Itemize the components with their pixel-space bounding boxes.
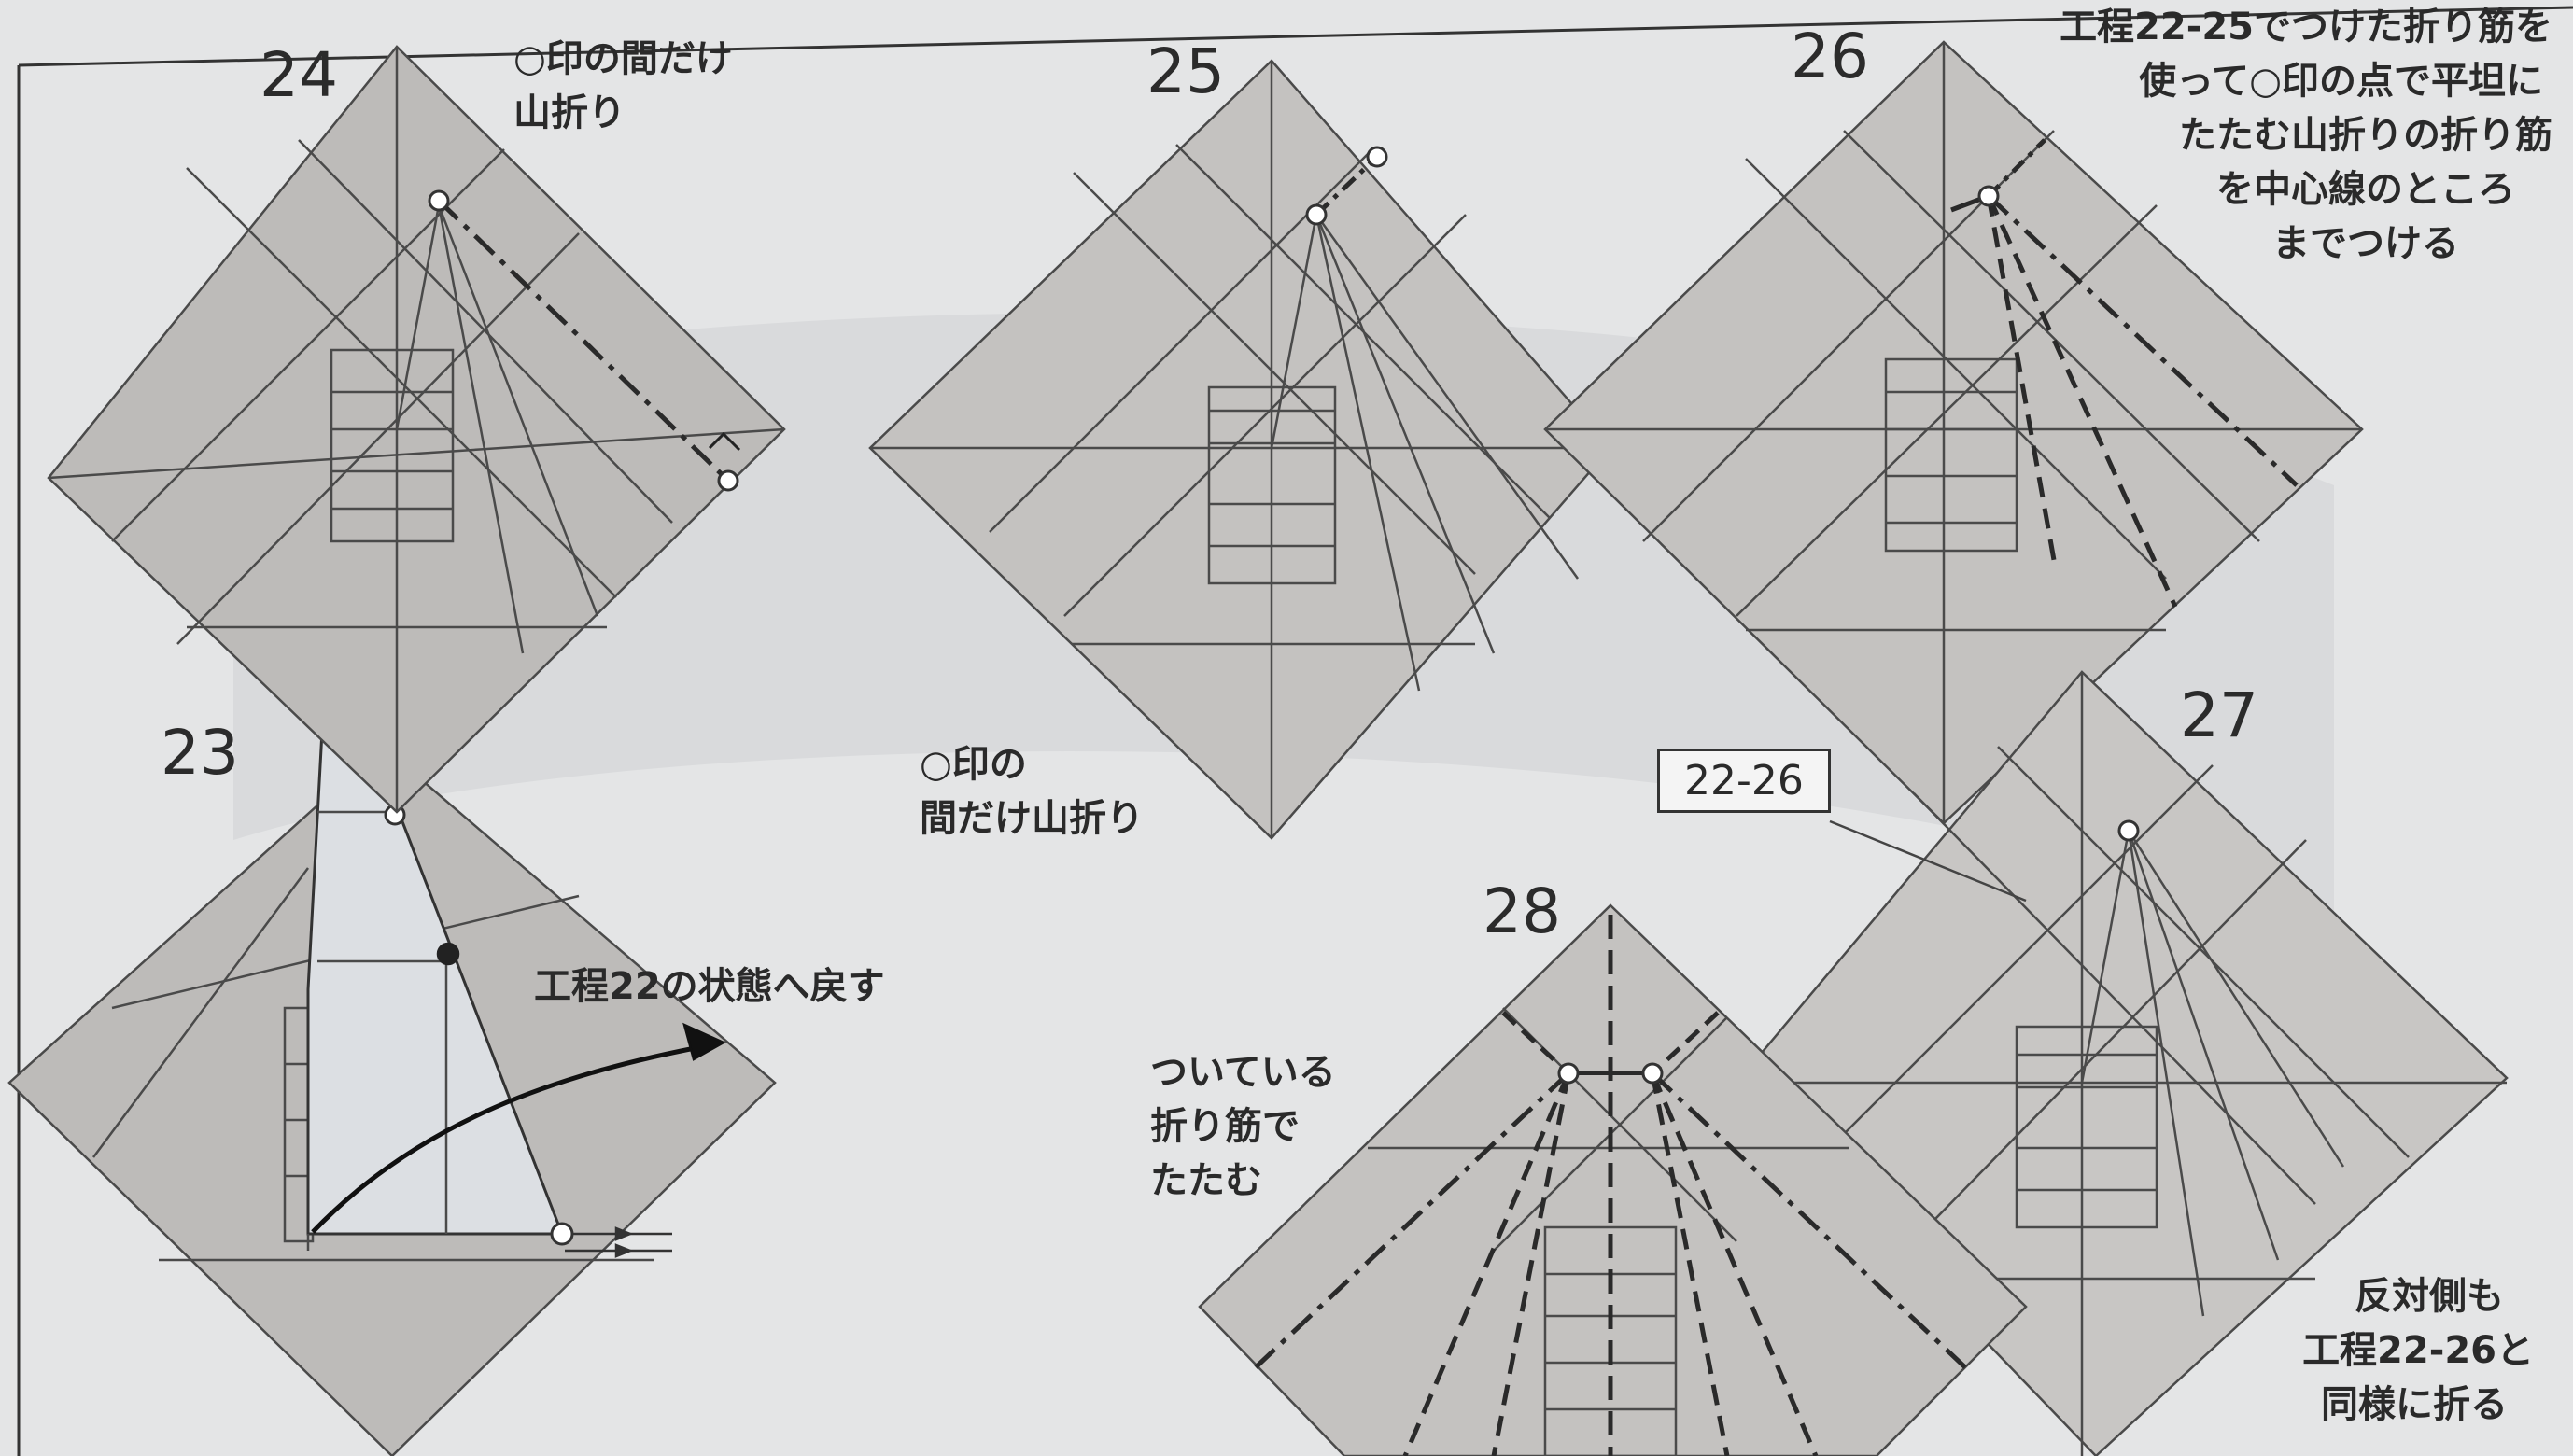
step-28-number: 28 <box>1483 875 1561 947</box>
step-23-note: 工程22の状態へ戻す <box>534 965 885 1008</box>
step-26-note: 工程22-25でつけた折り筋を 使って○印の点で平坦に たたむ山折りの折り筋 を… <box>2060 0 2552 271</box>
step-27-note-line-1: 反対側も <box>2355 1275 2504 1318</box>
step-24-note-line-2: 山折り <box>513 91 626 134</box>
step-28-note-line-1: ついている <box>1150 1051 1336 1094</box>
step-27-note-line-2: 工程22-26と <box>2302 1329 2534 1372</box>
step-26-note-line-5: までつける <box>2272 222 2459 265</box>
step-24-note: ○印の間だけ 山折り <box>513 32 733 140</box>
step-25-note: ○印の 間だけ山折り <box>920 737 1144 846</box>
step-26-note-line-3: たたむ山折りの折り筋 <box>2179 114 2552 157</box>
frame-top-line <box>18 6 2573 67</box>
step-27-number: 27 <box>2180 679 2258 751</box>
step-23-number: 23 <box>161 717 239 789</box>
step-25-note-line-2: 間だけ山折り <box>920 797 1144 840</box>
step-28-note-line-3: たたむ <box>1150 1159 1262 1202</box>
step-28-note: ついている 折り筋で たたむ <box>1150 1045 1336 1208</box>
step-24-diagram <box>47 45 786 814</box>
step-26-note-line-4: を中心線のところ <box>2216 168 2515 211</box>
step-24-note-line-1: ○印の間だけ <box>513 37 733 80</box>
step-26-number: 26 <box>1791 21 1869 92</box>
step-25-diagram <box>868 59 1612 840</box>
step-25-number: 25 <box>1146 35 1225 107</box>
step-23-diagram <box>7 678 777 1456</box>
step-28-note-line-2: 折り筋で <box>1150 1105 1300 1148</box>
step-range-label: 22-26 <box>1657 749 1831 813</box>
ref-box-leader-line <box>1829 819 2027 903</box>
step-24-number: 24 <box>260 39 338 111</box>
step-27-note-line-3: 同様に折る <box>2321 1383 2508 1426</box>
step-25-note-line-1: ○印の <box>920 743 1027 786</box>
step-28-diagram <box>1198 903 2028 1456</box>
step-26-note-line-1: 工程22-25でつけた折り筋を <box>2060 6 2552 49</box>
step-27-note: 反対側も 工程22-26と 同様に折る <box>2302 1269 2534 1432</box>
step-26-note-line-2: 使って○印の点で平坦に <box>2139 60 2543 103</box>
